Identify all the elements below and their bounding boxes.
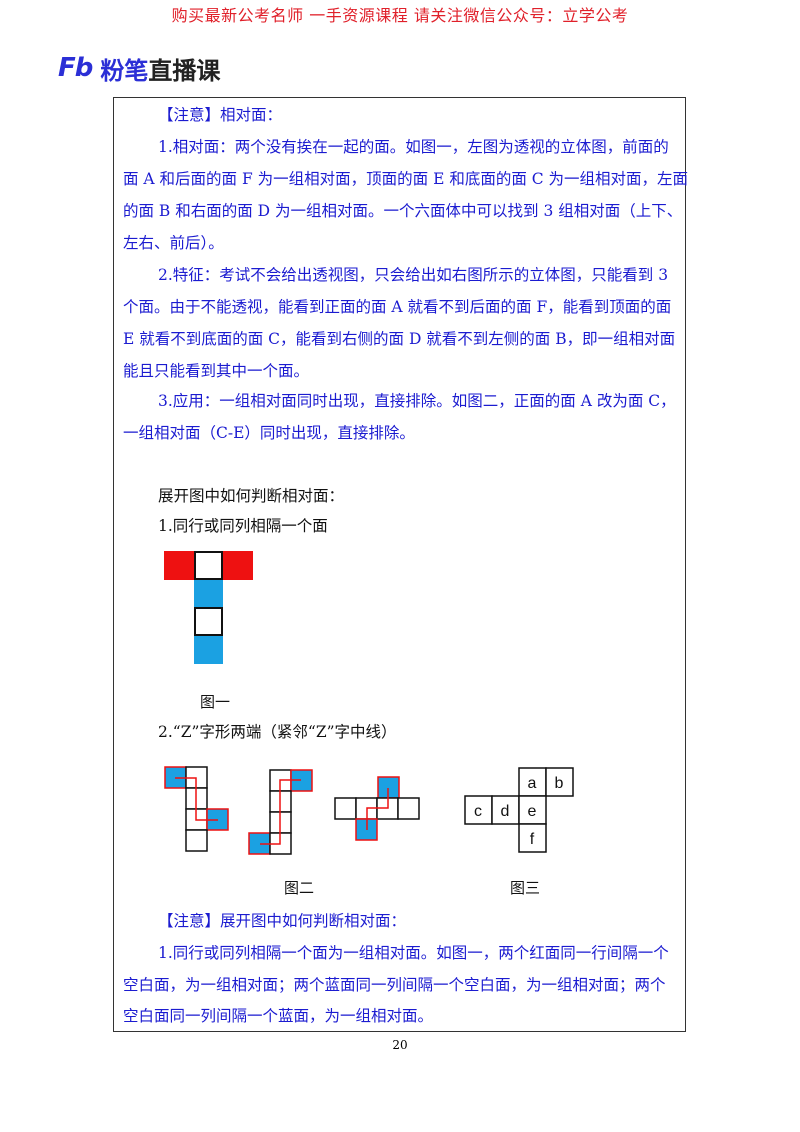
fig1-red-left: [164, 551, 194, 580]
fig1-red-right: [223, 551, 253, 580]
fig3-cell-b: [545, 767, 574, 797]
note1-p1-line2: 面 A 和后面的面 F 为一组相对面，顶面的面 E 和底面的面 C 为一组相对面…: [123, 170, 689, 188]
note1-p2-line4: 能且只能看到其中一个面。: [123, 362, 310, 380]
fig2-label: 图二: [284, 879, 315, 897]
logo-brand: 粉笔: [100, 56, 149, 85]
page-number: 20: [392, 1038, 408, 1052]
content-frame: [113, 97, 686, 1032]
fig3-letter-d: d: [501, 803, 510, 820]
fig1-blue-lower: [194, 636, 223, 664]
fig3-cell-d: [491, 795, 520, 825]
fig3-cell-e: [518, 795, 547, 825]
fig3-letter-e: e: [528, 803, 537, 820]
fig3-label: 图三: [510, 879, 541, 897]
fig1-white-top: [194, 551, 223, 580]
fig1-blue-upper: [194, 580, 223, 607]
note1-p1-line3: 的面 B 和右面的面 D 为一组相对面。一个六面体中可以找到 3 组相对面（上下…: [123, 202, 683, 220]
section-heading: 展开图中如何判断相对面：: [158, 487, 345, 505]
note2-p1-line2: 空白面，为一组相对面；两个蓝面同一列间隔一个空白面，为一组相对面；两个: [123, 976, 666, 994]
figure2-net3: [334, 776, 420, 841]
note2-heading: 【注意】展开图中如何判断相对面：: [158, 912, 407, 930]
fig3-cell-a: [518, 767, 547, 797]
fig3-letter-a: a: [528, 775, 537, 792]
figure2-net1: [164, 766, 229, 852]
note1-p2-line3: E 就看不到底面的面 C，能看到右侧的面 D 就看不到左侧的面 B，即一组相对面: [123, 330, 676, 348]
fig3-letter-f: f: [530, 831, 535, 848]
logo-mark: Fb: [58, 53, 93, 83]
note1-p2-line1: 2.特征：考试不会给出透视图，只会给出如右图所示的立体图，只能看到 3: [158, 266, 669, 284]
note1-p1-line4: 左右、前后）。: [123, 234, 224, 252]
note1-p3-line2: 一组相对面（C-E）同时出现，直接排除。: [123, 424, 415, 442]
note1-p1-line1: 1.相对面：两个没有挨在一起的面。如图一，左图为透视的立体图，前面的: [158, 138, 669, 156]
figure2-net2: [248, 769, 313, 855]
logo-suffix: 直播课: [148, 56, 221, 85]
fig3-letter-b: b: [555, 775, 564, 792]
fig1-label: 图一: [200, 693, 231, 711]
fig3-cell-f: [518, 823, 547, 853]
rule2: 2.“Z”字形两端（紧邻“Z”字中线）: [158, 723, 397, 741]
fig3-letter-c: c: [474, 803, 482, 820]
rule1: 1.同行或同列相隔一个面: [158, 517, 328, 535]
top-banner: 购买最新公考名师 一手资源课程 请关注微信公众号：立学公考: [171, 6, 629, 25]
logo: Fb 粉笔直播课: [58, 51, 220, 86]
note1-p2-line2: 个面。由于不能透视，能看到正面的面 A 就看不到后面的面 F，能看到顶面的面: [123, 298, 672, 316]
note2-p1-line1: 1.同行或同列相隔一个面为一组相对面。如图一，两个红面同一行间隔一个: [158, 944, 669, 962]
fig1-white-middle: [194, 607, 223, 636]
figure3-net: [464, 767, 574, 853]
logo-text: 粉笔直播课: [100, 51, 220, 86]
note2-p1-line3: 空白面同一列间隔一个蓝面，为一组相对面。: [123, 1007, 434, 1025]
note1-p3-line1: 3.应用：一组相对面同时出现，直接排除。如图二，正面的面 A 改为面 C，: [158, 392, 676, 410]
note1-heading: 【注意】相对面：: [158, 106, 283, 124]
